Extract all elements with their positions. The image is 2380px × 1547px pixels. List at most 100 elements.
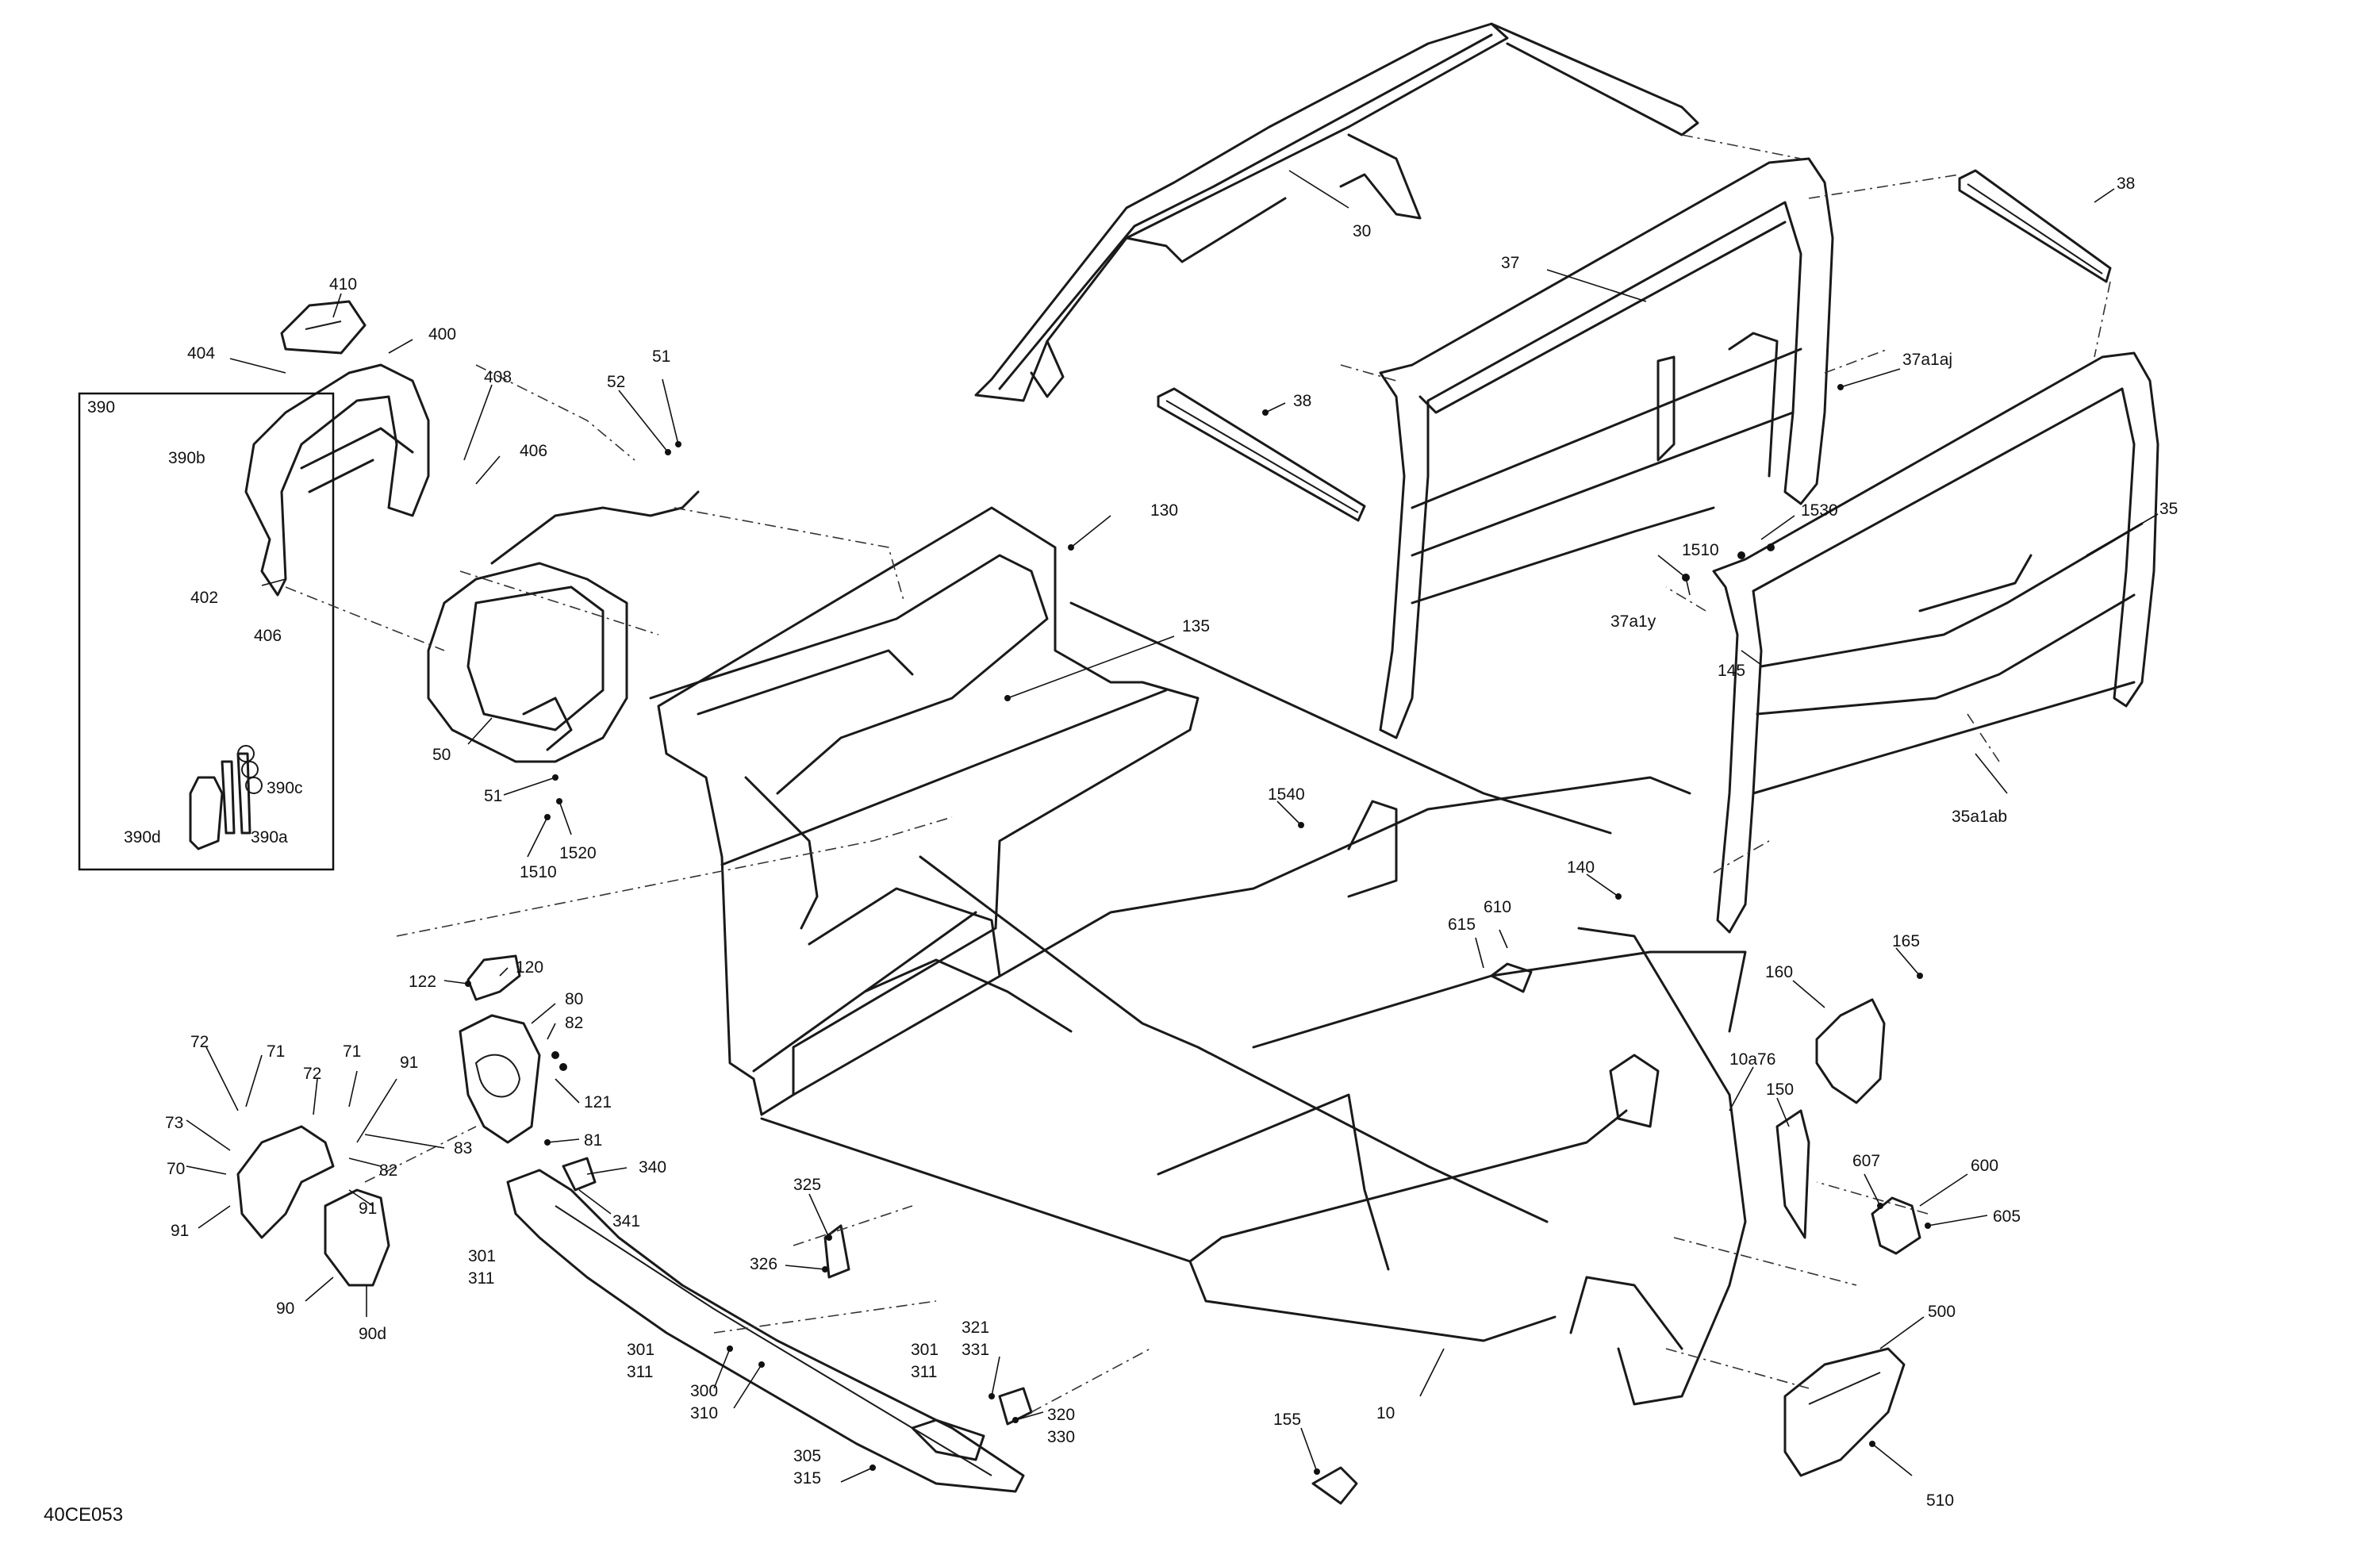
leader-lines xyxy=(186,170,2159,1483)
callout-410: 410 xyxy=(329,275,357,294)
rear-cross-tube-lower xyxy=(1157,387,1366,522)
callout-73: 73 xyxy=(165,1114,183,1132)
callout-labels: 30 37 38 38 37a1aj 1530 1510 37a1y 35 14… xyxy=(124,175,2178,1510)
callout-311-a: 311 xyxy=(468,1269,494,1288)
callout-37a1aj: 37a1aj xyxy=(1902,351,1952,369)
fastener-dots xyxy=(465,384,1931,1475)
callout-321: 321 xyxy=(962,1319,989,1337)
callout-90d: 90d xyxy=(359,1325,386,1343)
lh-skid-rail xyxy=(506,1169,1025,1493)
callout-71-left: 71 xyxy=(267,1042,285,1061)
roll-cage-front-roof xyxy=(974,22,1699,402)
callout-406-upper: 406 xyxy=(520,442,547,460)
callout-165: 165 xyxy=(1892,932,1920,950)
callout-408: 408 xyxy=(484,368,512,386)
callout-325: 325 xyxy=(793,1176,821,1194)
callout-406-lower: 406 xyxy=(254,627,282,645)
callout-301-c: 301 xyxy=(911,1341,939,1359)
callout-305: 305 xyxy=(793,1447,821,1465)
callout-311-c: 311 xyxy=(911,1363,937,1381)
callout-615: 615 xyxy=(1448,916,1476,934)
inset-390: 390 xyxy=(78,392,335,871)
callout-145: 145 xyxy=(1718,662,1745,680)
callout-10: 10 xyxy=(1376,1404,1395,1422)
callout-71-right: 71 xyxy=(343,1042,361,1061)
callout-610: 610 xyxy=(1484,898,1511,916)
callout-30: 30 xyxy=(1353,222,1371,240)
callout-326: 326 xyxy=(750,1255,777,1273)
callout-91-upper: 91 xyxy=(400,1054,418,1072)
callout-310: 310 xyxy=(690,1404,718,1422)
callout-311-b: 311 xyxy=(627,1363,653,1381)
callout-330: 330 xyxy=(1047,1428,1075,1446)
callout-390c: 390c xyxy=(267,779,303,797)
callout-121: 121 xyxy=(584,1093,612,1111)
callout-130: 130 xyxy=(1150,501,1178,520)
callout-91-lower: 91 xyxy=(171,1222,189,1240)
callout-301-b: 301 xyxy=(627,1341,654,1359)
callout-331: 331 xyxy=(962,1341,989,1359)
callout-82-lower: 82 xyxy=(379,1161,397,1180)
callout-135: 135 xyxy=(1182,617,1210,635)
callout-1510-rear: 1510 xyxy=(1682,541,1719,559)
roll-cage-middle-hoop xyxy=(1379,157,1834,739)
callout-120: 120 xyxy=(516,958,543,977)
callout-404: 404 xyxy=(187,344,215,363)
callout-35a1ab: 35a1ab xyxy=(1952,808,2007,826)
callout-72-right: 72 xyxy=(303,1065,321,1083)
callout-37a1y: 37a1y xyxy=(1610,612,1656,631)
callout-51-lower: 51 xyxy=(484,787,502,805)
callout-390b: 390b xyxy=(168,449,205,467)
callout-500: 500 xyxy=(1928,1303,1956,1321)
callout-160: 160 xyxy=(1765,963,1793,981)
callout-605: 605 xyxy=(1993,1207,2021,1226)
callout-1540: 1540 xyxy=(1268,785,1305,804)
callout-72-left: 72 xyxy=(190,1033,209,1051)
callout-10a76: 10a76 xyxy=(1729,1050,1775,1069)
callout-80: 80 xyxy=(565,990,583,1008)
callout-315: 315 xyxy=(793,1469,821,1488)
callout-341: 341 xyxy=(612,1212,640,1230)
callout-301-a: 301 xyxy=(468,1247,496,1265)
callout-81: 81 xyxy=(584,1131,602,1150)
figure-code: 40CE053 xyxy=(44,1504,123,1526)
callout-1530: 1530 xyxy=(1801,501,1838,520)
inset-title: 390 xyxy=(87,398,115,416)
callout-320: 320 xyxy=(1047,1406,1075,1424)
callout-122: 122 xyxy=(409,973,436,991)
main-chassis-frame xyxy=(657,506,1747,1406)
callout-400: 400 xyxy=(428,325,456,344)
callout-90: 90 xyxy=(276,1299,294,1318)
inset-frame xyxy=(78,392,335,871)
callout-155: 155 xyxy=(1273,1411,1301,1429)
callout-1520: 1520 xyxy=(559,844,597,862)
callout-38-lower: 38 xyxy=(1293,392,1311,410)
callout-52: 52 xyxy=(607,373,625,391)
callout-38-upper: 38 xyxy=(2117,175,2135,193)
callout-150: 150 xyxy=(1766,1081,1794,1099)
callout-510: 510 xyxy=(1926,1491,1954,1510)
callout-607: 607 xyxy=(1852,1152,1880,1170)
bumper-plate xyxy=(280,300,367,355)
callout-70: 70 xyxy=(167,1160,185,1178)
dash-support-frame xyxy=(649,554,1049,930)
rear-cage-section xyxy=(1712,351,2159,934)
callout-1510-front: 1510 xyxy=(520,863,557,881)
callout-140: 140 xyxy=(1567,858,1595,877)
callout-35: 35 xyxy=(2159,500,2178,518)
callout-37: 37 xyxy=(1501,254,1519,272)
callout-600: 600 xyxy=(1971,1157,1998,1175)
lh-front-brackets xyxy=(236,954,541,1287)
front-bumper xyxy=(244,363,430,597)
rh-side-brackets xyxy=(1311,962,1921,1505)
lh-small-brackets xyxy=(562,1157,1033,1426)
callout-91-middle: 91 xyxy=(359,1200,377,1218)
callout-82-upper: 82 xyxy=(565,1014,583,1032)
rear-cross-tube-upper xyxy=(1958,169,2112,283)
winch-support-bracket xyxy=(427,490,700,763)
callout-300: 300 xyxy=(690,1382,718,1400)
explosion-lines xyxy=(285,134,2111,1413)
callout-50: 50 xyxy=(432,746,451,764)
